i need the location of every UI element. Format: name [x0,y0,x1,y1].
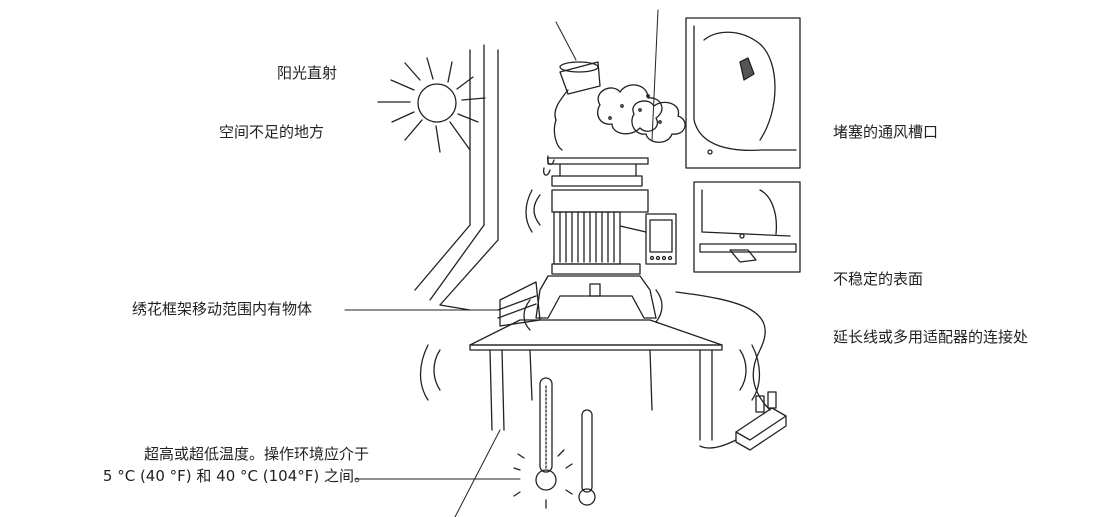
thermometer-icon [514,378,595,508]
label-temperature-line2: 5 °C (40 °F) 和 40 °C (104°F) 之间。 [102,467,369,485]
label-temperature-line1: 超高或超低温度。操作环境应介于 [143,445,369,463]
inset-blocked-vents [686,18,800,168]
power-strip-icon [700,392,786,450]
label-insufficient-space: 空间不足的地方 [219,123,325,141]
steam-clouds [598,85,685,142]
label-extension-cord: 延长线或多用适配器的连接处 [833,328,1029,346]
window-frame [415,45,498,310]
label-objects-in-hoop-range: 绣花框架移动范围内有物体 [132,300,313,318]
label-sunlight: 阳光直射 [277,64,338,82]
table-icon [421,320,760,440]
label-blocked-vents: 堵塞的通风槽口 [833,123,939,141]
extension-cord-line [676,292,770,410]
water-cup-icon [544,62,600,175]
leader-lines [345,10,658,517]
inset-unstable-surface [694,182,800,272]
label-unstable-surface: 不稳定的表面 [833,270,924,288]
sun-icon [378,58,485,152]
embroidery-machine-icon [524,158,676,330]
